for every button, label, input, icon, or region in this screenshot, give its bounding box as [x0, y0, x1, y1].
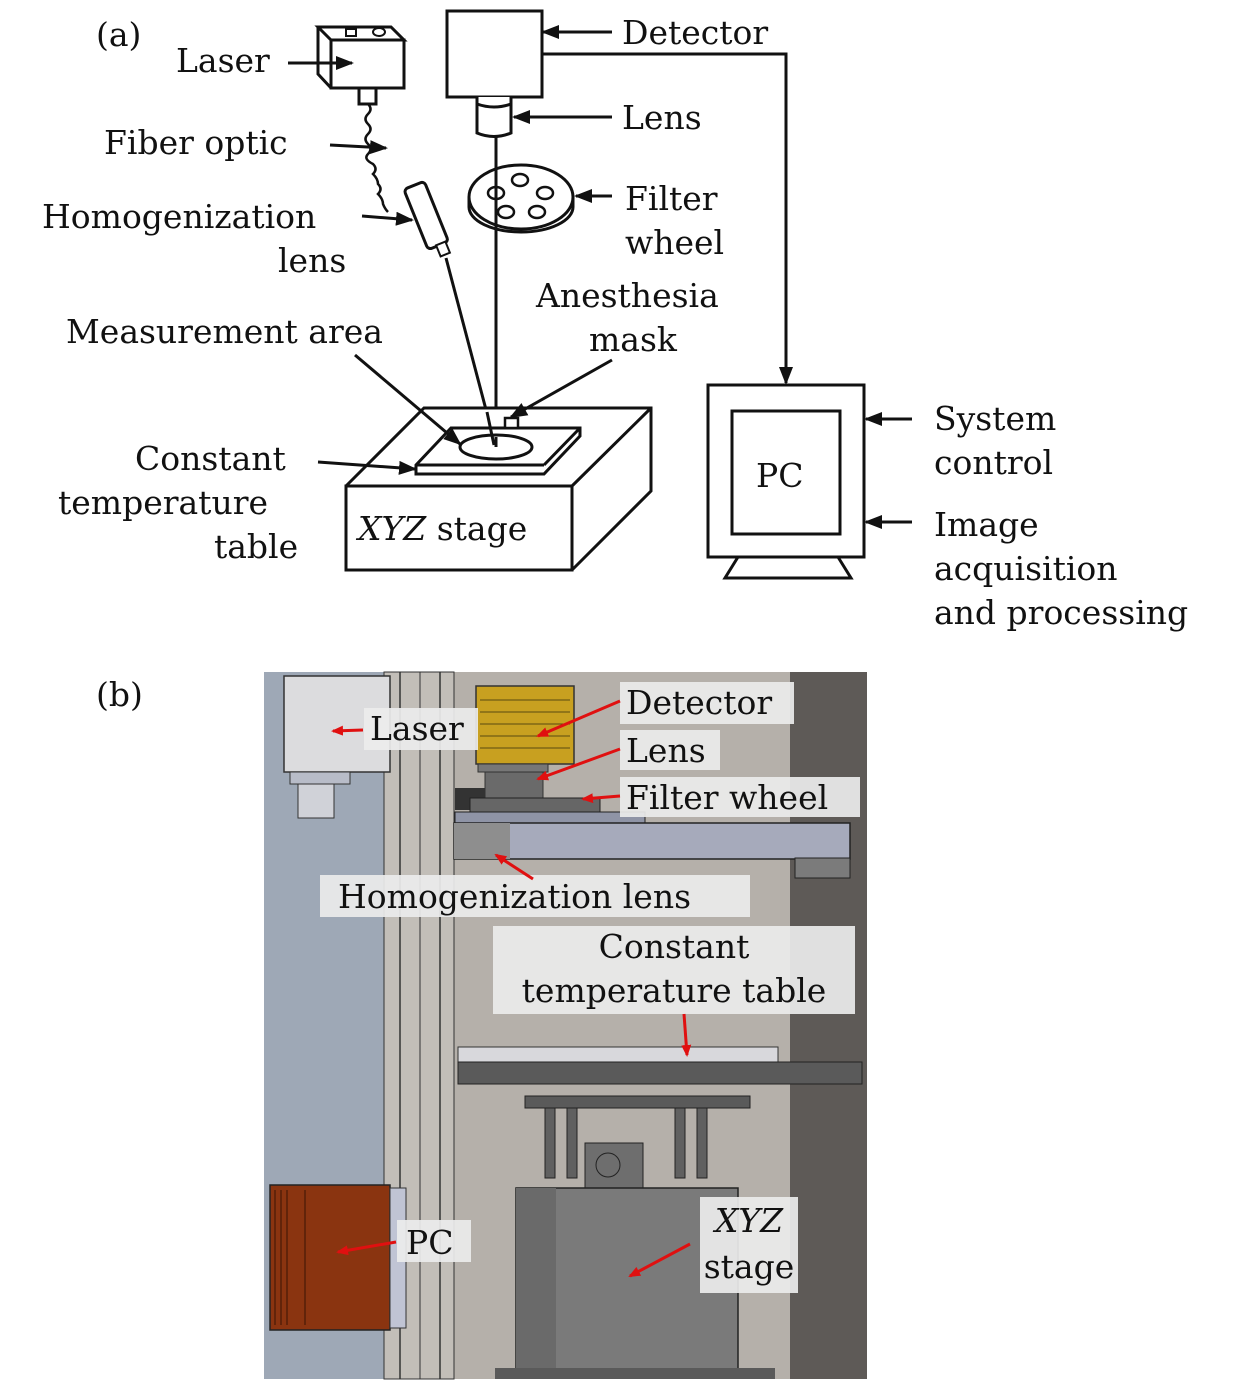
panel-a: (a) — [42, 9, 1188, 632]
detector-label: Detector — [622, 13, 768, 52]
red-arrows — [331, 699, 692, 1278]
pc-label: PC — [756, 456, 803, 495]
laser-label: Laser — [176, 41, 270, 80]
b-const-temp-label-1: Constant — [599, 927, 750, 966]
image-acq-label-2: acquisition — [934, 549, 1118, 588]
homogenization-label-1: Homogenization — [42, 197, 316, 236]
filter-label-1: Filter — [625, 179, 718, 218]
panel-b: (b) — [96, 671, 867, 1380]
b-filter-wheel-label: Filter wheel — [626, 778, 828, 817]
xyz-stage-icon — [344, 406, 653, 572]
b-laser-label: Laser — [370, 709, 464, 748]
lens-label: Lens — [622, 98, 702, 137]
b-xyz-italic-label: XYZ — [712, 1201, 784, 1240]
anesthesia-label-1: Anesthesia — [535, 276, 719, 315]
xyz-stage-label: XYZ stage — [355, 509, 527, 548]
filter-label-2: wheel — [625, 223, 724, 262]
detector-render — [475, 685, 575, 765]
b-detector-label: Detector — [626, 683, 772, 722]
panel-a-tag: (a) — [96, 15, 141, 54]
const-temp-label-2: temperature — [58, 483, 268, 522]
xyz-italic: XYZ — [355, 509, 427, 548]
homogenization-lens-icon — [403, 180, 452, 258]
b-const-temp-label-2: temperature table — [522, 971, 827, 1010]
image-acq-label-1: Image — [934, 505, 1039, 544]
anesthesia-label-2: mask — [589, 320, 678, 359]
fiber-optic-label: Fiber optic — [104, 123, 288, 162]
detector-icon — [445, 9, 544, 99]
label-backgrounds — [320, 682, 860, 1293]
b-lens-label: Lens — [626, 731, 706, 770]
xyz-stage-word: stage — [426, 509, 527, 548]
const-temp-label-3: table — [214, 527, 298, 566]
homogenization-label-2: lens — [278, 241, 346, 280]
pc-render — [269, 1184, 391, 1331]
laser-icon — [314, 25, 408, 213]
pc-monitor-icon — [706, 383, 866, 580]
const-temp-label-1: Constant — [135, 439, 286, 478]
b-xyz-stage-label: stage — [704, 1247, 795, 1286]
detector-to-pc-line — [542, 52, 793, 385]
system-control-label-1: System — [934, 399, 1056, 438]
b-homogenization-label: Homogenization lens — [338, 877, 691, 916]
measurement-area-label: Measurement area — [66, 312, 383, 351]
image-acq-label-3: and processing — [934, 593, 1188, 632]
b-pc-label: PC — [406, 1223, 453, 1262]
lens-icon — [475, 97, 513, 138]
filter-wheel-icon — [467, 137, 575, 240]
panel-b-tag: (b) — [96, 675, 143, 714]
system-control-label-2: control — [934, 443, 1053, 482]
